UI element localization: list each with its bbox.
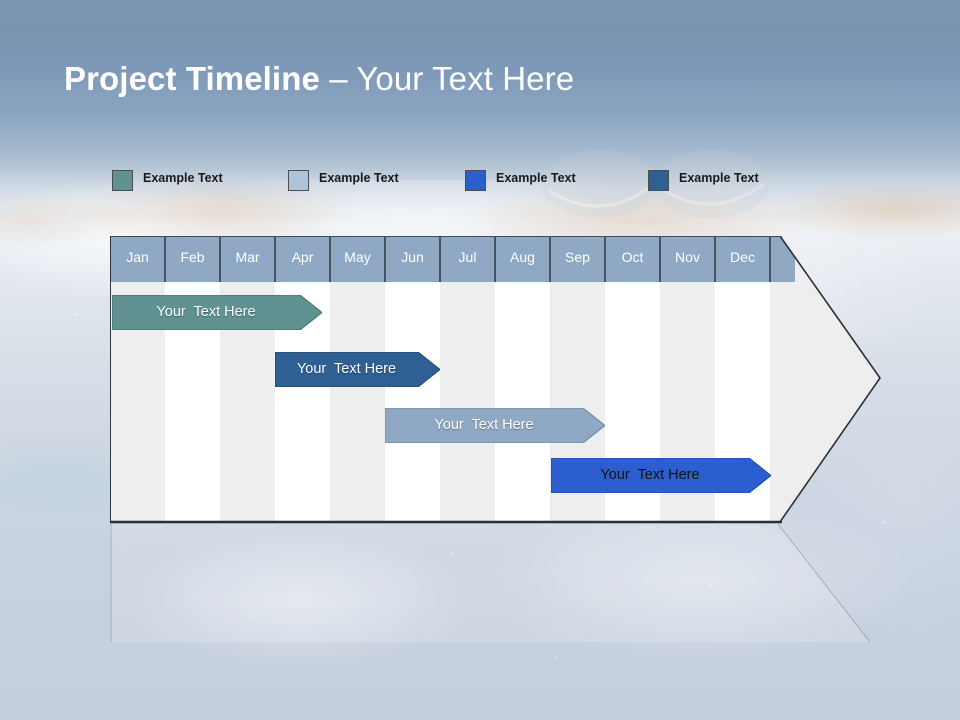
task-bar-3[interactable]: Your Text Here [385,408,605,443]
legend-label-4: Example Text [679,171,759,185]
month-label-nov: Nov [675,249,700,265]
task-bar-4[interactable]: Your Text Here [551,458,771,493]
month-header-band [110,236,795,282]
timeline-arrow-body [110,236,881,524]
month-label-jul: Jul [458,249,477,265]
task-bar-2[interactable]: Your Text Here [275,352,440,387]
month-label-feb: Feb [180,249,205,265]
task-bar-1[interactable]: Your Text Here [112,295,322,330]
legend-label-3: Example Text [496,171,576,185]
month-label-dec: Dec [730,249,755,265]
month-label-mar: Mar [235,249,260,265]
page-title-strong: Project Timeline [64,60,320,97]
grid-columns [165,236,770,522]
month-label-aug: Aug [510,249,535,265]
chart-reflection [110,524,871,643]
legend-label-2: Example Text [319,171,399,185]
month-label-sep: Sep [565,249,590,265]
legend-swatch-2 [288,170,309,191]
month-label-jan: Jan [126,249,149,265]
page-title: Project Timeline – Your Text Here [64,60,574,98]
month-label-oct: Oct [621,249,644,265]
page-title-light: – Your Text Here [319,60,575,97]
legend-label-1: Example Text [143,171,223,185]
legend-swatch-4 [648,170,669,191]
task-bar-2-shape [275,352,440,387]
task-bar-1-shape [112,295,322,330]
legend-swatch-3 [465,170,486,191]
task-bar-4-shape [551,458,771,493]
legend-swatch-1 [112,170,133,191]
legend: Example Text Example Text Example Text E… [0,168,960,198]
task-bar-3-shape [385,408,605,443]
month-label-apr: Apr [291,249,314,265]
month-label-jun: Jun [401,249,424,265]
month-label-may: May [344,249,371,265]
